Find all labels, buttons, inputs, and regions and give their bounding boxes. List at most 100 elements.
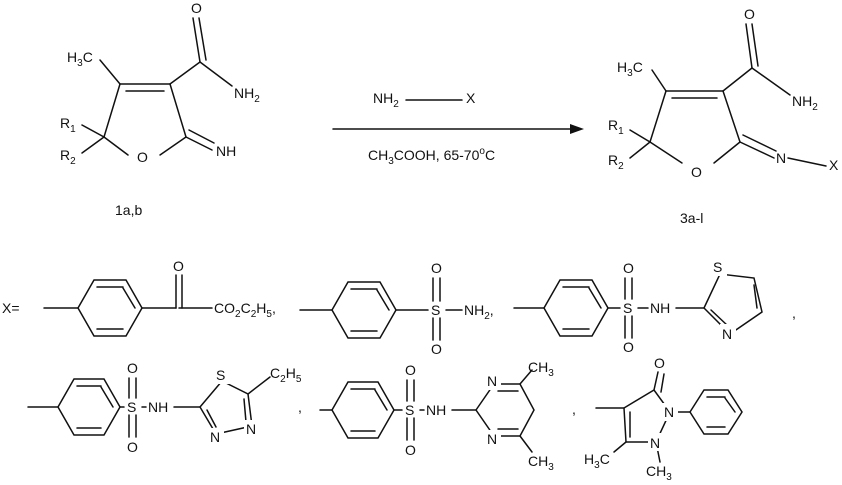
sulfur-label: S bbox=[405, 402, 414, 418]
bond-double bbox=[742, 134, 777, 152]
bond bbox=[247, 376, 271, 395]
bond bbox=[751, 67, 791, 96]
label-mask bbox=[711, 258, 727, 276]
imine-nh: NH bbox=[216, 143, 236, 159]
bond bbox=[81, 124, 105, 138]
bond bbox=[159, 136, 187, 156]
bond-double bbox=[206, 409, 217, 428]
ring-oxygen: O bbox=[137, 149, 148, 165]
label-mask bbox=[648, 433, 664, 451]
methyl-group: CH3 bbox=[528, 453, 554, 473]
bond-double bbox=[660, 373, 665, 393]
amine-reagent: NH2 bbox=[373, 90, 399, 110]
bond bbox=[787, 157, 827, 167]
methyl-label: H3C bbox=[67, 49, 93, 69]
separator-comma: , bbox=[298, 399, 302, 415]
bond-double bbox=[198, 17, 207, 61]
label-mask bbox=[244, 420, 260, 438]
bond bbox=[185, 136, 213, 151]
x-definition-label: X= bbox=[2, 300, 20, 316]
sulfonyl-oxygen: O bbox=[431, 341, 442, 357]
ring-oxygen: O bbox=[691, 164, 702, 180]
bond-double bbox=[100, 386, 114, 408]
bond bbox=[713, 141, 741, 164]
r1-label: R1 bbox=[60, 115, 76, 135]
bond-double bbox=[710, 309, 729, 327]
bond-double bbox=[751, 23, 759, 67]
benzene-ring bbox=[331, 281, 397, 339]
sulfonyl-oxygen: O bbox=[127, 360, 138, 376]
substituent-ketoester: O CO2C2H5, bbox=[43, 258, 276, 337]
bond bbox=[169, 83, 187, 138]
carbonyl-oxygen: O bbox=[191, 0, 202, 16]
sulfur-label: S bbox=[127, 399, 136, 415]
ester-group: CO2C2H5, bbox=[214, 300, 276, 320]
r2-label: R2 bbox=[60, 147, 76, 167]
bond bbox=[649, 141, 683, 164]
substituent-sulfathiadiazole: S O O NH S N N C2H5 , bbox=[27, 360, 302, 455]
separator-comma: , bbox=[792, 305, 796, 321]
compound-1ab: H3C R1 R2 O O NH2 NH 1a,b bbox=[60, 0, 260, 218]
phenyl-ring bbox=[689, 389, 743, 435]
carbonyl-oxygen: O bbox=[744, 6, 755, 22]
bond bbox=[613, 441, 627, 453]
pyrimidine-nitrogen: N bbox=[487, 431, 497, 447]
pyrazolone-ring bbox=[623, 389, 671, 443]
bond bbox=[653, 371, 659, 391]
pyrazolone-oxygen: O bbox=[654, 355, 665, 371]
methyl-group: CH3 bbox=[528, 359, 554, 379]
thiadiazole-sulfur: S bbox=[216, 367, 225, 383]
nh-label: NH bbox=[650, 300, 670, 316]
methyl-group: H3C bbox=[584, 451, 610, 471]
benzene-ring bbox=[57, 378, 121, 436]
bond bbox=[103, 136, 129, 156]
thiazole-nitrogen: N bbox=[722, 326, 732, 342]
amide-nh2: NH2 bbox=[234, 85, 260, 105]
thiadiazole-nitrogen: N bbox=[210, 429, 220, 445]
compound-3al: H3C R1 R2 O O NH2 N X 3a-l bbox=[608, 6, 839, 226]
bond bbox=[629, 141, 651, 159]
bond bbox=[745, 23, 753, 69]
bond bbox=[103, 83, 121, 138]
bond-double bbox=[122, 287, 136, 309]
r1-label: R1 bbox=[608, 117, 624, 137]
label-mask bbox=[214, 366, 230, 384]
pyrazolone-nitrogen: N bbox=[650, 435, 660, 451]
benzene-ring bbox=[331, 381, 395, 439]
pyrimidine-ring bbox=[475, 383, 535, 437]
sulfur-label: S bbox=[623, 300, 632, 316]
bond bbox=[649, 90, 667, 143]
bond bbox=[192, 17, 201, 63]
reaction-conditions: CH3COOH, 65-70oC bbox=[368, 146, 495, 167]
bond-double bbox=[188, 129, 215, 144]
label-mask bbox=[720, 324, 736, 342]
bond bbox=[722, 67, 753, 92]
bond bbox=[739, 141, 775, 159]
sulfur-label: S bbox=[431, 302, 440, 318]
bond bbox=[81, 136, 105, 154]
thiadiazole-nitrogen: N bbox=[246, 421, 256, 437]
bond-double bbox=[588, 287, 602, 309]
sulfonyl-oxygen: O bbox=[405, 362, 416, 378]
nh-label: NH bbox=[426, 402, 446, 418]
bond-double bbox=[753, 284, 758, 309]
bond bbox=[629, 129, 651, 143]
separator-comma: , bbox=[572, 401, 576, 417]
label-mask bbox=[208, 428, 224, 446]
arrow-head bbox=[570, 124, 584, 134]
sulfonyl-oxygen: O bbox=[405, 442, 416, 458]
label-mask bbox=[485, 372, 501, 390]
nh-label: NH bbox=[148, 399, 168, 415]
substituent-antipyrine: O N N H3C CH3 bbox=[584, 355, 743, 483]
substituent-sulfadimidine: S O O NH N N CH3 CH3 , bbox=[319, 359, 576, 473]
reaction-arrow-group: NH2 X CH3COOH, 65-70oC bbox=[332, 90, 584, 167]
bond-double bbox=[243, 398, 247, 423]
bond-double bbox=[376, 289, 390, 311]
benzene-ring bbox=[77, 279, 143, 337]
methyl-group: CH3 bbox=[646, 463, 672, 483]
amino-group: NH2, bbox=[464, 302, 494, 322]
bond bbox=[519, 435, 533, 453]
imine-n: N bbox=[776, 150, 786, 166]
pyrimidine-nitrogen: N bbox=[487, 373, 497, 389]
